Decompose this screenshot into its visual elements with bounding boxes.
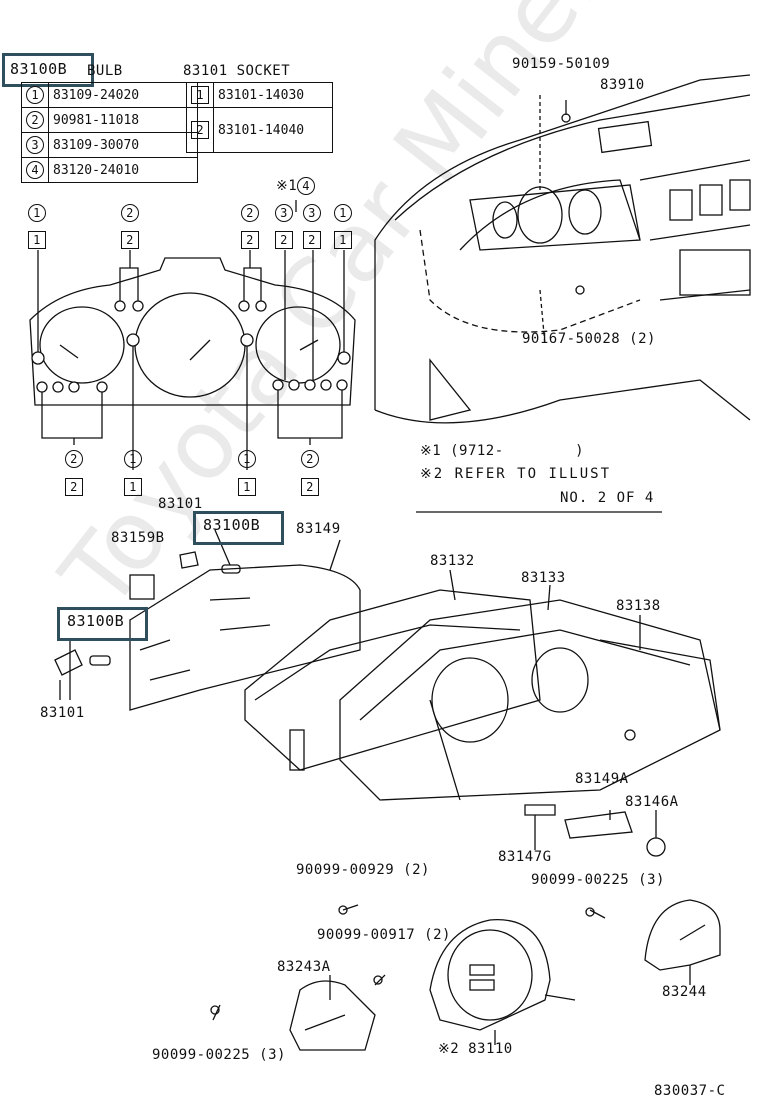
callout-83146a: 83146A bbox=[625, 794, 679, 810]
callout-83133: 83133 bbox=[521, 570, 566, 586]
bulb-mark: 1 bbox=[124, 450, 142, 468]
bulb-mark: 3 bbox=[303, 204, 321, 222]
socket-mark: 2 bbox=[121, 231, 139, 249]
note-2: ※2 REFER TO ILLUST bbox=[420, 466, 612, 482]
socket-header: 83101 SOCKET bbox=[183, 63, 291, 79]
bulb-header-label: BULB bbox=[87, 63, 123, 79]
callout-83132: 83132 bbox=[430, 553, 475, 569]
bulb-mark: 2 bbox=[241, 204, 259, 222]
bulb-mark: 2 bbox=[65, 450, 83, 468]
bulb-mark: 2 bbox=[121, 204, 139, 222]
callout-83910: 83910 bbox=[600, 77, 645, 93]
bulb-header-code: 83100B bbox=[10, 60, 68, 78]
callout-83159b: 83159B bbox=[111, 530, 165, 546]
callout-83100b-mid-highlight bbox=[193, 511, 284, 545]
socket-mark: 1 bbox=[238, 478, 256, 496]
callout-83100b-left: 83100B bbox=[67, 612, 125, 630]
bulb-mark: 3 bbox=[275, 204, 293, 222]
socket-mark: 2 bbox=[65, 478, 83, 496]
socket-mark: 1 bbox=[28, 231, 46, 249]
callout-83149: 83149 bbox=[296, 521, 341, 537]
callout-90099-00917: 90099-00917 (2) bbox=[317, 927, 451, 943]
socket-mark: 2 bbox=[241, 231, 259, 249]
bulb-mark: 1 bbox=[238, 450, 256, 468]
callout-83110: ※2 83110 bbox=[438, 1041, 513, 1057]
socket-mark: 2 bbox=[275, 231, 293, 249]
exploded-parts bbox=[54, 511, 721, 1051]
callout-90099-00929: 90099-00929 (2) bbox=[296, 862, 430, 878]
callout-83138: 83138 bbox=[616, 598, 661, 614]
callout-90099-00225-b: 90099-00225 (3) bbox=[152, 1047, 286, 1063]
socket-mark: 1 bbox=[124, 478, 142, 496]
bulb-mark: 2 bbox=[301, 450, 319, 468]
callout-90159-50109: 90159-50109 bbox=[512, 56, 611, 72]
callout-90099-00225-a: 90099-00225 (3) bbox=[531, 872, 665, 888]
bulb-mark: 1 bbox=[28, 204, 46, 222]
dashboard-drawing bbox=[374, 74, 751, 424]
bulb-mark: 4 bbox=[297, 177, 316, 195]
note-1: ※1 (9712- ) bbox=[420, 443, 585, 459]
callout-83100b-mid: 83100B bbox=[203, 516, 261, 534]
callout-83101-left: 83101 bbox=[40, 705, 85, 721]
cluster-front-view bbox=[29, 200, 356, 470]
callout-83149a: 83149A bbox=[575, 771, 629, 787]
callout-83100b-left-highlight bbox=[57, 607, 148, 641]
callout-83244: 83244 bbox=[662, 984, 707, 1000]
callout-83101-top: 83101 bbox=[158, 496, 203, 512]
callout-83243a: 83243A bbox=[277, 959, 331, 975]
note-2b: NO. 2 OF 4 bbox=[560, 490, 655, 506]
socket-mark: 1 bbox=[334, 231, 352, 249]
socket-mark: 2 bbox=[303, 231, 321, 249]
socket-mark: 2 bbox=[301, 478, 319, 496]
callout-90167-50028: 90167-50028 (2) bbox=[522, 331, 656, 347]
figure-id: 830037-C bbox=[654, 1083, 726, 1099]
callout-83147g: 83147G bbox=[498, 849, 552, 865]
bulb-mark: 1 bbox=[334, 204, 352, 222]
